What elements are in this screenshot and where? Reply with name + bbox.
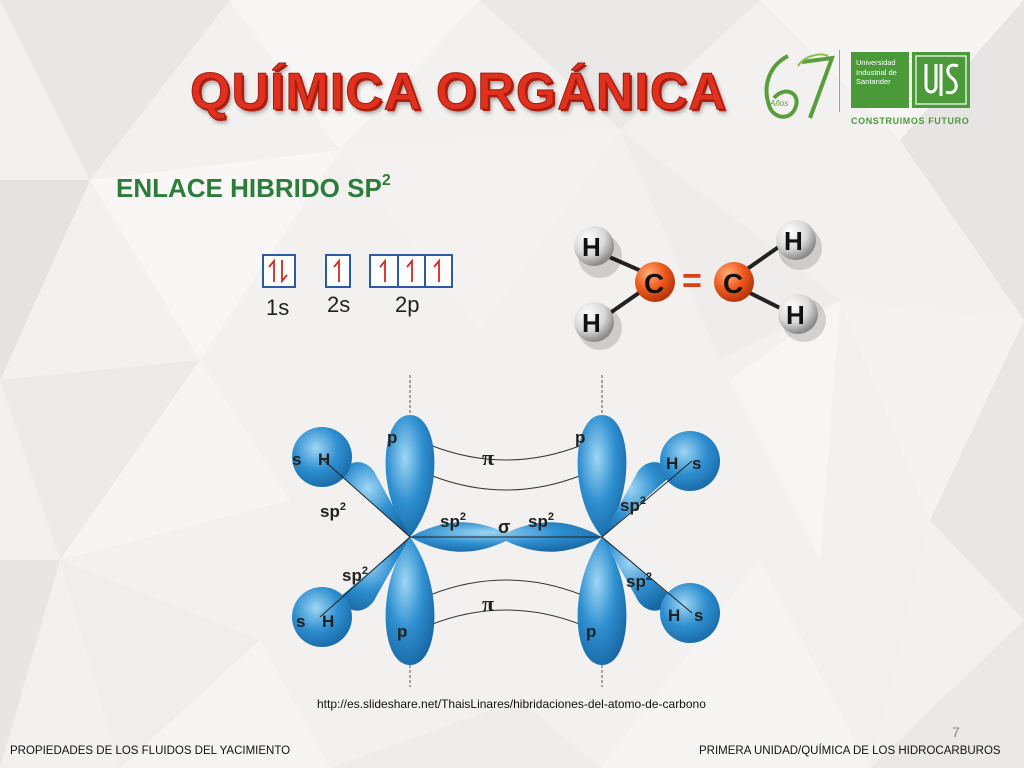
hydrogen-label-top-right: H [784, 226, 803, 256]
double-bond-symbol: = [682, 262, 702, 300]
hydrogen-atom-top-right [776, 220, 816, 260]
anniversary-word: Años [769, 99, 788, 108]
label-p-bottom-left: p [397, 622, 407, 641]
university-name-line-3: Santander [856, 77, 891, 86]
slide-subtitle: ENLACE HIBRIDO SP2 [116, 172, 391, 204]
ethylene-molecule: H H H H C C = [574, 220, 826, 350]
hydrogen-atom-bottom-right [778, 294, 818, 334]
orbital-label-2p: 2p [395, 292, 420, 317]
university-slogan: CONSTRUIMOS FUTURO [851, 116, 970, 126]
university-name-line-1: Universidad [856, 58, 896, 67]
footer-right-text: PRIMERA UNIDAD/QUÍMICA DE LOS HIDROCARBU… [699, 745, 1001, 757]
carbon-atom-right [714, 262, 754, 302]
label-H-top-left: H [318, 450, 330, 469]
anniversary-logo: 67 Años [764, 53, 836, 119]
hydrogen-label-bottom-left: H [582, 308, 601, 338]
university-name-line-2: Industrial de [856, 67, 897, 77]
label-p-top-right: p [575, 428, 585, 447]
label-sigma: σ [498, 517, 510, 537]
label-s-top-right: s [692, 454, 701, 473]
page-number: 7 [952, 724, 960, 740]
hydrogen-label-bottom-right: H [786, 300, 805, 330]
slide-title: QUÍMICA ORGÁNICA [190, 63, 727, 122]
label-s-top-left: s [292, 450, 301, 469]
label-sp2-lower-left: sp2 [342, 565, 368, 585]
p-electron-arrows-icon [379, 256, 440, 286]
label-pi-top: π [482, 445, 494, 470]
label-H-bottom-left: H [322, 612, 334, 631]
sp2-orbital-diagram: p p p p π π σ sp2 sp2 sp2 sp2 sp2 sp2 s … [292, 375, 720, 687]
source-link[interactable]: http://es.slideshare.net/ThaisLinares/hi… [317, 697, 706, 711]
label-sp2-center-right: sp2 [528, 511, 554, 531]
label-p-bottom-right: p [586, 622, 596, 641]
label-pi-bottom: π [482, 591, 494, 616]
orbital-box-2p [369, 254, 453, 288]
label-H-bottom-right: H [668, 606, 680, 625]
hydrogen-atom-top-left [574, 226, 614, 266]
carbon-label-right: C [723, 268, 743, 299]
footer-left-text: PROPIEDADES DE LOS FLUIDOS DEL YACIMIENT… [10, 745, 291, 757]
label-sp2-upper-right: sp2 [620, 495, 646, 515]
label-p-top-left: p [387, 428, 397, 447]
label-H-top-right: H [666, 454, 678, 473]
single-electron-arrow-icon [333, 258, 340, 282]
carbon-atom-left [635, 262, 675, 302]
orbital-box-1s [262, 254, 296, 288]
subtitle-superscript: 2 [381, 172, 391, 189]
label-sp2-center-left: sp2 [440, 511, 466, 531]
university-name-box: Universidad Industrial de Santander [851, 52, 909, 108]
label-sp2-lower-right: sp2 [626, 571, 652, 591]
carbon-label-left: C [644, 268, 664, 299]
orbital-box-2s [325, 254, 351, 288]
label-s-bottom-right: s [694, 606, 703, 625]
subtitle-text: ENLACE HIBRIDO SP [116, 173, 382, 203]
label-s-bottom-left: s [296, 612, 305, 631]
hydrogen-label-top-left: H [582, 232, 601, 262]
uis-logo-mark [912, 52, 970, 108]
hydrogen-atom-bottom-left [574, 302, 614, 342]
logo-divider [839, 50, 840, 112]
label-sp2-upper-left: sp2 [320, 501, 346, 521]
orbital-label-2s: 2s [327, 292, 351, 317]
paired-electron-arrows-icon [268, 258, 288, 284]
orbital-label-1s: 1s [266, 295, 290, 320]
